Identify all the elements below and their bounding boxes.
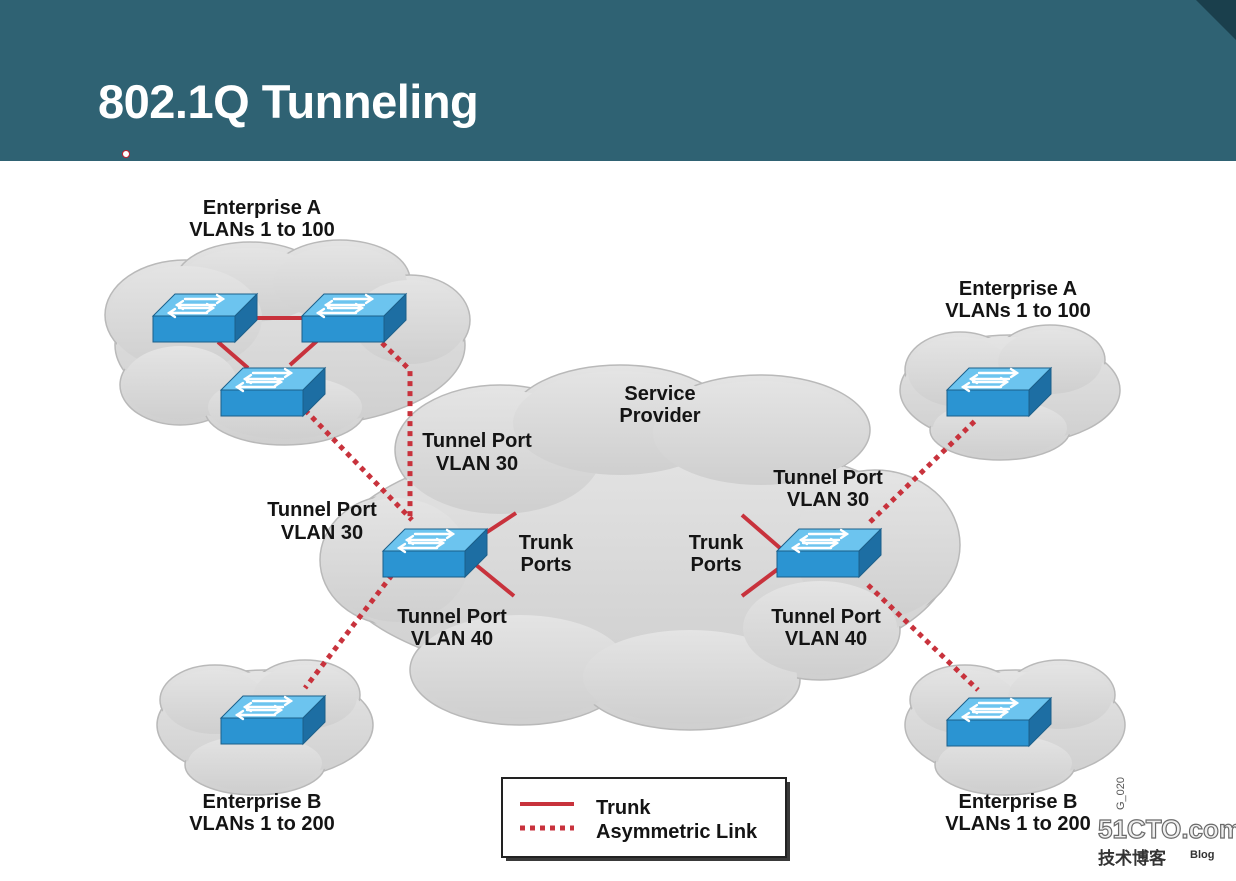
trunk-link <box>740 564 784 598</box>
slide-corner <box>1196 0 1236 40</box>
service-provider-label: Provider <box>619 405 700 427</box>
left-tunnel-vlan-bottom: VLAN 40 <box>411 628 493 650</box>
left-trunk-label: Trunk <box>519 532 574 554</box>
switch-icon <box>300 292 408 344</box>
service-provider-label: Service <box>624 383 695 405</box>
switch-icon <box>219 366 327 418</box>
watermark: 51CTO.com 技术博客 Blog <box>1097 813 1236 868</box>
left-tunnel-port-side: Tunnel Port <box>267 499 377 521</box>
left-tunnel-port-bottom: Tunnel Port <box>397 606 507 628</box>
watermark-blog: Blog <box>1190 849 1214 861</box>
left-tunnel-port-top: Tunnel Port <box>422 430 532 452</box>
asymmetric-link <box>303 573 394 690</box>
legend: Trunk Asymmetric Link <box>501 777 790 861</box>
enterprise-b-right-name: Enterprise B <box>959 791 1078 813</box>
pointer-dot <box>122 150 130 158</box>
asymmetric-link <box>868 416 980 524</box>
watermark-sub: 技术博客 <box>1098 848 1167 868</box>
right-tunnel-port-top: Tunnel Port <box>773 467 883 489</box>
watermark-brand: 51CTO.com <box>1098 814 1236 844</box>
enterprise-a-right-name: Enterprise A <box>959 278 1077 300</box>
title-banner <box>0 0 1236 161</box>
left-tunnel-vlan-top: VLAN 30 <box>436 453 518 475</box>
trunk-link <box>288 338 320 367</box>
enterprise-a-left-name: Enterprise A <box>203 197 321 219</box>
left-trunk-label: Ports <box>520 554 571 576</box>
trunk-link <box>216 340 250 370</box>
switch-icon <box>945 696 1053 748</box>
switch-icon <box>219 694 327 746</box>
right-tunnel-vlan-top: VLAN 30 <box>787 489 869 511</box>
figure-code: G_020 <box>1115 777 1127 810</box>
left-tunnel-vlan-side: VLAN 30 <box>281 522 363 544</box>
legend-trunk-label: Trunk <box>596 797 651 819</box>
enterprise-a-right-vlans: VLANs 1 to 100 <box>945 300 1091 322</box>
trunk-link <box>740 513 782 550</box>
asymmetric-link <box>380 341 413 520</box>
service-provider-cloud <box>319 364 961 731</box>
enterprise-b-left-name: Enterprise B <box>203 791 322 813</box>
enterprise-a-left-vlans: VLANs 1 to 100 <box>189 219 335 241</box>
enterprise-b-right-vlans: VLANs 1 to 200 <box>945 813 1091 835</box>
switch-icon <box>775 527 883 579</box>
switch-icon <box>151 292 259 344</box>
right-trunk-label: Trunk <box>689 532 744 554</box>
slide-title: 802.1Q Tunneling <box>98 75 479 128</box>
trunk-link <box>468 558 516 598</box>
switch-icon <box>381 527 489 579</box>
right-trunk-label: Ports <box>690 554 741 576</box>
right-tunnel-port-bottom: Tunnel Port <box>771 606 881 628</box>
enterprise-b-left-vlans: VLANs 1 to 200 <box>189 813 335 835</box>
switch-icon <box>945 366 1053 418</box>
legend-asymmetric-label: Asymmetric Link <box>596 821 758 843</box>
asymmetric-links <box>303 341 980 692</box>
right-tunnel-vlan-bottom: VLAN 40 <box>785 628 867 650</box>
